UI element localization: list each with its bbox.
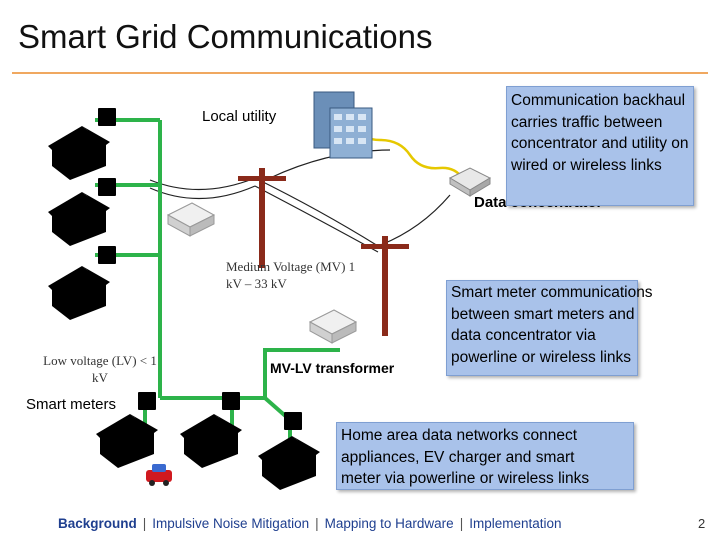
mv-lines — [149, 149, 451, 253]
low-voltage-label: Low voltage (LV) < 1 kV — [43, 353, 157, 385]
footer-item-impulsive-noise[interactable]: Impulsive Noise Mitigation — [152, 516, 310, 531]
ev-car-icon — [146, 464, 172, 486]
backhaul-callout-text: Communication backhaul carries traffic b… — [511, 92, 689, 174]
smart-meter-comm-callout — [446, 280, 638, 376]
mv-lv-transformer-label: MV-LV transformer — [270, 360, 395, 376]
poles — [238, 168, 409, 336]
home-area-callout-text: Home area data networks connect applianc… — [341, 427, 590, 487]
medium-voltage-label: Medium Voltage (MV) 1 kV – 33 kV — [226, 259, 356, 291]
footer-separator: | — [142, 516, 147, 531]
data-concentrator-icon — [448, 167, 492, 197]
footer-separator: | — [315, 516, 319, 531]
footer-separator: | — [459, 516, 464, 531]
smart-meter-comm-callout-text: Smart meter communications between smart… — [451, 284, 653, 366]
footer-nav: Background | Impulsive Noise Mitigation | Ma… — [58, 516, 562, 531]
transformer-icons — [166, 202, 358, 344]
home-area-callout — [336, 422, 634, 490]
utility-building-icon — [313, 91, 373, 159]
footer-item-implementation[interactable]: Implementation — [469, 516, 562, 531]
smart-meters-label: Smart meters — [26, 396, 117, 413]
title-divider — [12, 72, 708, 74]
page-number: 2 — [698, 516, 706, 531]
footer-item-background[interactable]: Background — [58, 516, 137, 531]
slide-title: Smart Grid Communications — [18, 18, 433, 55]
local-utility-label: Local utility — [202, 108, 277, 125]
footer-item-mapping-hardware[interactable]: Mapping to Hardware — [324, 516, 454, 531]
backhaul-callout — [506, 86, 694, 206]
